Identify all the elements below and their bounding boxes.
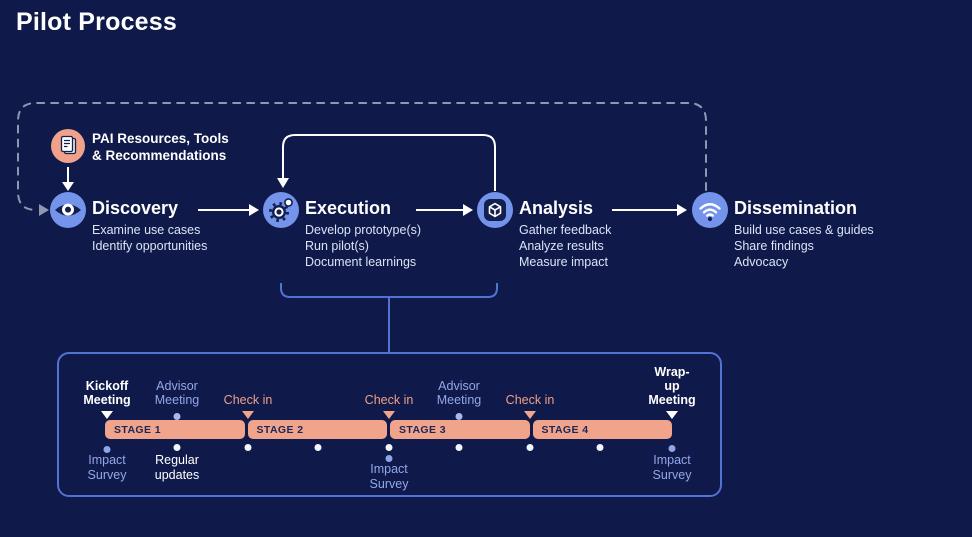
- phase-bullets: Gather feedback Analyze results Measure …: [519, 222, 611, 270]
- bullet: Share findings: [734, 239, 814, 253]
- milestone-dot: [526, 444, 534, 451]
- stage-2-segment: STAGE 2: [247, 420, 387, 439]
- phase-execution: Execution Develop prototype(s) Run pilot…: [305, 197, 421, 270]
- stage-label: STAGE 1: [114, 423, 161, 436]
- event-wrap-up-meeting: Wrap-up Meeting: [648, 365, 696, 407]
- phase-title: Analysis: [519, 198, 594, 218]
- bullet: Run pilot(s): [305, 239, 369, 253]
- event-impact-survey-3: Impact Survey: [652, 453, 692, 482]
- milestone-dot: [173, 444, 181, 451]
- bullet: Develop prototype(s): [305, 223, 422, 237]
- event-check-in-2: Check in: [364, 393, 414, 407]
- impact-survey-dot: [668, 445, 676, 452]
- phase-title: Discovery: [92, 198, 179, 218]
- bullet: Examine use cases: [92, 223, 201, 237]
- milestone-dot: [314, 444, 322, 451]
- bullet: Build use cases & guides: [734, 223, 874, 237]
- phase-dissemination: Dissemination Build use cases & guides S…: [734, 197, 874, 270]
- triangle-marker: [666, 411, 678, 419]
- stage-4-segment: STAGE 4: [532, 420, 672, 439]
- page-title: Pilot Process: [16, 8, 177, 36]
- phase-title: Execution: [305, 198, 392, 218]
- impact-survey-dot: [103, 446, 111, 453]
- bullet: Document learnings: [305, 255, 417, 269]
- stage-label: STAGE 4: [541, 423, 589, 436]
- phase-title: Dissemination: [734, 198, 858, 218]
- phase-bullets: Build use cases & guides Share findings …: [734, 222, 874, 270]
- event-check-in-1: Check in: [223, 393, 273, 407]
- triangle-marker: [101, 411, 113, 419]
- event-advisor-meeting-2: Advisor Meeting: [436, 379, 482, 407]
- event-kickoff-meeting: Kickoff Meeting: [83, 379, 131, 407]
- eye-icon: [50, 192, 86, 228]
- stage-label: STAGE 3: [399, 423, 446, 436]
- milestone-dot: [244, 444, 252, 451]
- cube-icon: [477, 192, 513, 228]
- event-impact-survey-2: Impact Survey: [369, 462, 409, 491]
- triangle-marker: [242, 411, 254, 419]
- stage-3-segment: STAGE 3: [390, 420, 530, 439]
- milestone-dot: [596, 444, 604, 451]
- event-impact-survey-1: Impact Survey: [87, 453, 127, 482]
- timeline-panel: Kickoff Meeting Advisor Meeting Check in…: [57, 352, 722, 497]
- impact-survey-dot: [385, 455, 393, 462]
- dot-marker: [455, 413, 463, 420]
- dot-marker: [173, 413, 181, 420]
- broadcast-icon: [692, 192, 728, 228]
- triangle-marker: [524, 411, 536, 419]
- bullet: Analyze results: [519, 239, 604, 253]
- stage-bar: STAGE 1 STAGE 2 STAGE 3 STAGE 4: [105, 420, 672, 439]
- bullet: Gather feedback: [519, 223, 612, 237]
- event-regular-updates: Regular updates: [154, 453, 200, 482]
- triangle-marker: [383, 411, 395, 419]
- milestone-dot: [455, 444, 463, 451]
- phase-bullets: Examine use cases Identify opportunities: [92, 222, 207, 254]
- gear-icon: [263, 192, 299, 228]
- milestone-dot: [385, 444, 393, 451]
- stage-1-segment: STAGE 1: [105, 420, 245, 439]
- bullet: Measure impact: [519, 255, 608, 269]
- stage-label: STAGE 2: [256, 423, 304, 436]
- resources-label: PAI Resources, Tools & Recommendations: [92, 131, 229, 163]
- phase-analysis: Analysis Gather feedback Analyze results…: [519, 197, 611, 270]
- event-advisor-meeting-1: Advisor Meeting: [154, 379, 200, 407]
- document-icon: [51, 129, 85, 163]
- bullet: Advocacy: [734, 255, 789, 269]
- phase-discovery: Discovery Examine use cases Identify opp…: [92, 197, 207, 254]
- phase-bullets: Develop prototype(s) Run pilot(s) Docume…: [305, 222, 421, 270]
- event-check-in-3: Check in: [505, 393, 555, 407]
- bullet: Identify opportunities: [92, 239, 208, 253]
